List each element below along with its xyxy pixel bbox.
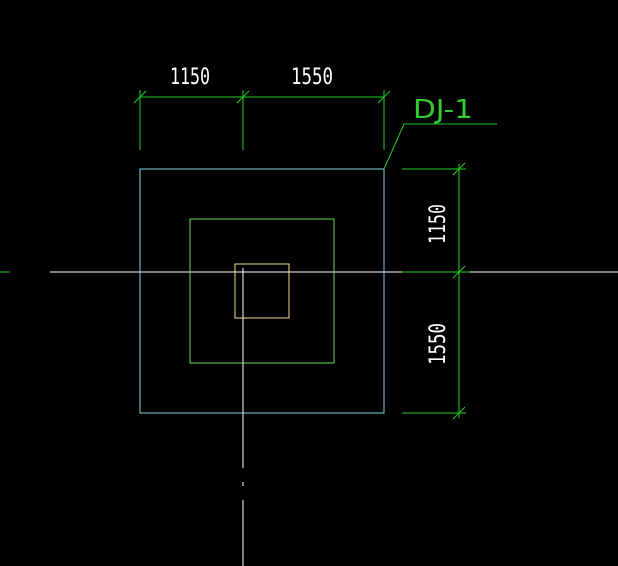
dim-right-lower-label: 1550 bbox=[426, 323, 451, 365]
top-dimension bbox=[133, 90, 391, 150]
footing-outer-outline bbox=[139, 168, 385, 414]
footing-step-outline bbox=[189, 218, 335, 364]
dim-right-upper-label: 1150 bbox=[426, 204, 451, 244]
right-dimension bbox=[402, 162, 466, 420]
centerlines bbox=[0, 268, 618, 566]
dim-top-left-label: 1150 bbox=[170, 65, 210, 90]
footing-tag-label: DJ-1 bbox=[413, 95, 473, 125]
dim-top-right-label: 1550 bbox=[291, 65, 333, 90]
column-outline bbox=[234, 263, 290, 319]
tag-leader bbox=[383, 123, 497, 170]
